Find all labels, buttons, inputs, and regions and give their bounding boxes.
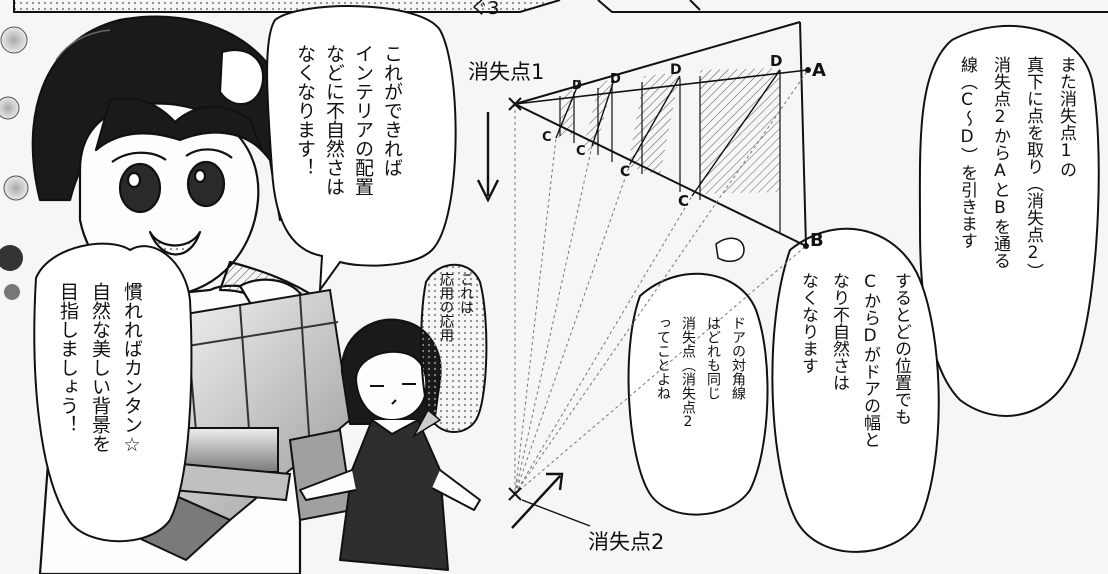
bubble-right-text: また消失点1の 真下に点を取り（消失点2） 消失点2からAとBを通る 線（C～D… (950, 56, 1082, 402)
girl-character (299, 318, 481, 571)
vanishing-point-1-label: 消失点1 (468, 60, 545, 84)
bubble-woman-top-shape (266, 5, 457, 294)
bubble-line: インテリアの配置 (352, 44, 374, 196)
bubble-line: 自然な美しい背景を (89, 282, 111, 453)
bubble-woman-bottom-shape (33, 242, 193, 543)
bubble-line: ドアの対角線 (730, 316, 746, 400)
bubble-line: 真下に点を取り（消失点2） (1023, 56, 1043, 280)
bubble-line: また消失点1の (1056, 56, 1076, 178)
point-c-label: C (620, 164, 631, 180)
bubble-line: なり不自然さは (829, 272, 849, 391)
bubble-line: 慣れればカンタン☆ (121, 282, 143, 456)
top-panel (0, 0, 1108, 16)
bubble-line: 消失点2からAとBを通る (990, 56, 1010, 269)
point-c-label: C (678, 192, 690, 210)
bubble-woman-top-text: これができれば インテリアの配置 などに不自然さは なくなります！ (290, 44, 406, 254)
bubble-line: CからDがドアの幅と (860, 272, 880, 448)
point-c-label: C (542, 130, 552, 145)
perspective-diagram (476, 21, 811, 529)
bubble-line: これは (458, 272, 474, 314)
bubble-line: これができれば (381, 44, 403, 177)
point-d-label: D (610, 72, 621, 87)
bubble-woman-bottom-text: 慣れればカンタン☆ 自然な美しい背景を 目指しましょう！ (52, 282, 148, 518)
bubble-line: 応用の応用 (438, 272, 454, 342)
bubble-girl-text: これは 応用の応用 (436, 272, 476, 416)
bubble-left-text: ドアの対角線 はどれも同じ 消失点（消失点2 ってことよね (650, 316, 750, 492)
bubble-line: 線（C～D）を引きます (957, 56, 977, 249)
room-model (98, 288, 354, 562)
bubble-line: なくなります！ (294, 44, 316, 177)
vanishing-point-2-label: 消失点2 (588, 530, 665, 554)
bubble-line: ってことよね (655, 316, 671, 400)
bubble-line: はどれも同じ (705, 316, 721, 400)
bubble-line: などに不自然さは (323, 44, 345, 196)
point-d-label: D (572, 78, 582, 92)
bubble-line: 目指しましょう！ (57, 282, 79, 434)
bubble-line: 消失点（消失点2 (680, 316, 696, 430)
point-c-label: C (576, 144, 586, 159)
point-b-label: B (810, 230, 824, 251)
point-a-label: A (812, 60, 826, 81)
bubble-girl-shape (420, 263, 488, 433)
point-d-label: D (670, 62, 682, 78)
bubble-middle-text: するとどの位置でも CからDがドアの幅と なり不自然さは なくなります (792, 272, 916, 542)
bubble-right-shape (918, 25, 1100, 417)
bubble-line: するとどの位置でも (891, 272, 911, 425)
bubble-line: なくなります (798, 272, 818, 374)
floral-decoration (0, 26, 29, 300)
top-stray-text: ぐ3 (470, 0, 500, 19)
bubble-middle-shape (771, 227, 940, 553)
point-d-label: D (770, 52, 783, 70)
bubble-left-shape (627, 272, 769, 516)
